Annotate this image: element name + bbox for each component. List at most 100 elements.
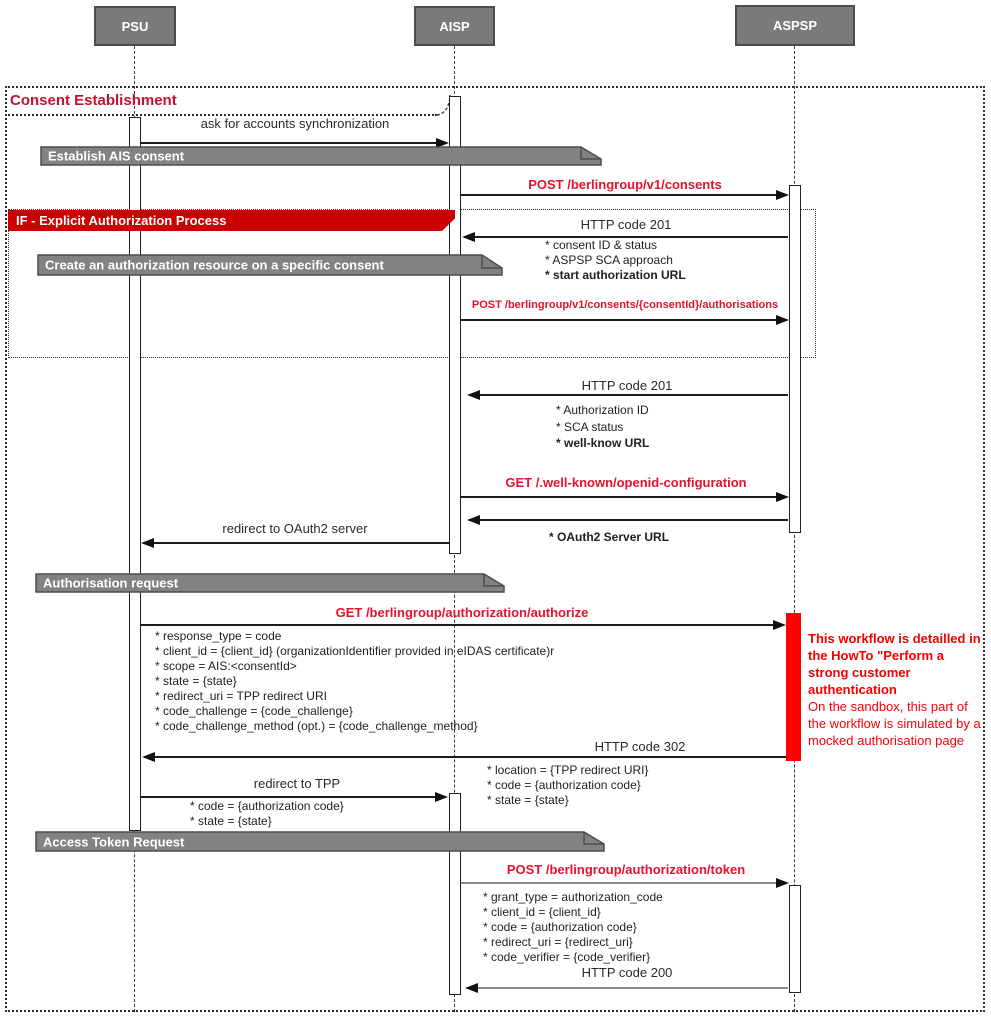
arrow-post-authorisations (461, 315, 789, 325)
arrow-shaft (141, 796, 437, 798)
arrowhead-right-icon (773, 620, 786, 630)
bullets-oauth2-url: * OAuth2 Server URL (549, 530, 669, 545)
bullet-line: * grant_type = authorization_code (483, 890, 663, 904)
bullet-line: * redirect_uri = TPP redirect URI (155, 689, 327, 703)
arrowhead-left-icon (465, 983, 478, 993)
actor-aisp-label: AISP (439, 18, 470, 34)
bullet-line: * Authorization ID (556, 403, 649, 417)
bullets-consent-201: * consent ID & status * ASPSP SCA approa… (545, 238, 686, 283)
note-label: Create an authorization resource on a sp… (45, 257, 384, 273)
arrowhead-left-icon (141, 538, 154, 548)
arrow-shaft (476, 987, 788, 989)
arrow-shaft (141, 624, 775, 626)
message-get-authorize: GET /berlingroup/authorization/authorize (335, 605, 589, 620)
frame-title-curve (437, 95, 451, 116)
bullet-line: * ASPSP SCA approach (545, 253, 673, 267)
arrowhead-right-icon (776, 878, 789, 888)
bullet-line: * SCA status (556, 419, 624, 434)
arrow-shaft (461, 882, 778, 884)
actor-psu-label: PSU (121, 18, 149, 34)
actor-aspsp-label: ASPSP (772, 18, 818, 33)
frame-title: Consent Establishment (10, 92, 177, 109)
note-access-token-request: Access Token Request (35, 831, 605, 852)
message-http-201-consent: HTTP code 201 (580, 217, 672, 232)
message-http-302: HTTP code 302 (594, 739, 686, 754)
note-establish-ais-consent: Establish AIS consent (40, 146, 602, 166)
activation-psu (129, 117, 141, 831)
arrow-redirect-oauth2 (141, 538, 449, 548)
arrow-http-200 (465, 983, 788, 993)
bullet-line: * scope = AIS:<consentId> (155, 659, 297, 673)
bullet-line: * consent ID & status (545, 238, 658, 252)
arrow-shaft (141, 142, 438, 144)
bullet-line: * code = {authorization code} (487, 778, 641, 792)
arrowhead-right-icon (776, 492, 789, 502)
actor-aspsp: ASPSP (735, 5, 855, 46)
arrow-shaft (478, 519, 788, 521)
actor-psu: PSU (94, 6, 176, 46)
bullets-tpp-redirect: * code = {authorization code} * state = … (190, 799, 344, 829)
arrow-ask-sync (141, 138, 449, 148)
arrow-shaft (461, 194, 778, 196)
note-shape (35, 831, 605, 852)
arrow-shaft (473, 236, 788, 238)
note-shape (37, 254, 503, 276)
bullet-line: * location = {TPP redirect URI} (487, 763, 649, 777)
arrow-get-wellknown (461, 492, 789, 502)
bullet-line: * code_verifier = {code_verifier} (483, 950, 651, 964)
arrow-post-consents (461, 190, 789, 200)
bullets-authorize-params: * response_type = code * client_id = {cl… (155, 629, 554, 734)
bullet-line: * state = {state} (190, 814, 272, 828)
message-post-consents: POST /berlingroup/v1/consents (528, 177, 722, 192)
bullet-line: * code_challenge = {code_challenge} (155, 704, 353, 718)
arrowhead-left-icon (467, 390, 480, 400)
arrow-shaft (152, 542, 449, 544)
bullet-line: * OAuth2 Server URL (549, 530, 670, 544)
note-label: Establish AIS consent (48, 148, 185, 164)
side-annotation: This workflow is detailled in the HowTo … (808, 630, 986, 749)
arrowhead-right-icon (776, 315, 789, 325)
frame-if-group (8, 209, 816, 358)
message-http-201-auth: HTTP code 201 (581, 378, 673, 393)
bullet-line: * code = {authorization code} (483, 920, 637, 934)
note-label: Access Token Request (43, 834, 185, 849)
bullet-line: * state = {state} (155, 674, 237, 688)
frame-title-separator (5, 114, 437, 116)
bullets-redirect-302: * location = {TPP redirect URI} * code =… (487, 763, 649, 808)
arrow-oauth2-return (467, 515, 788, 525)
arrowhead-left-icon (462, 232, 475, 242)
bullet-line: * state = {state} (487, 793, 569, 807)
if-group-label: IF - Explicit Authorization Process (8, 210, 455, 231)
arrowhead-left-icon (142, 752, 155, 762)
arrow-shaft (153, 756, 786, 758)
bullet-line: * code = {authorization code} (190, 799, 344, 813)
message-get-wellknown: GET /.well-known/openid-configuration (505, 475, 747, 490)
note-label: Authorisation request (43, 575, 179, 591)
arrow-get-authorize (141, 620, 786, 630)
message-http-200: HTTP code 200 (581, 965, 673, 980)
activation-aisp-2 (449, 793, 461, 995)
frame-consent-establishment (5, 86, 985, 1012)
message-ask-sync: ask for accounts synchronization (200, 116, 390, 131)
side-annotation-bold: This workflow is detailled in the HowTo … (808, 631, 981, 697)
arrowhead-right-icon (436, 138, 449, 148)
arrow-redirect-tpp (141, 792, 448, 802)
message-post-token: POST /berlingroup/authorization/token (506, 862, 746, 877)
note-shape (40, 146, 602, 166)
arrow-shaft (478, 394, 788, 396)
note-authorisation-request: Authorisation request (35, 573, 505, 593)
if-group-label-text: IF - Explicit Authorization Process (16, 213, 227, 228)
bullets-auth-201: * Authorization ID * SCA status * well-k… (556, 402, 649, 452)
arrowhead-right-icon (776, 190, 789, 200)
actor-aisp: AISP (414, 6, 495, 46)
message-redirect-oauth2: redirect to OAuth2 server (222, 521, 368, 536)
arrowhead-right-icon (435, 792, 448, 802)
arrow-http-201-auth (467, 390, 788, 400)
message-redirect-tpp: redirect to TPP (253, 776, 341, 791)
arrow-shaft (461, 319, 778, 321)
bullet-line: * code_challenge_method (opt.) = {code_c… (155, 719, 478, 733)
arrow-post-token (461, 878, 789, 888)
arrowhead-left-icon (467, 515, 480, 525)
activation-aspsp-1 (789, 185, 801, 533)
